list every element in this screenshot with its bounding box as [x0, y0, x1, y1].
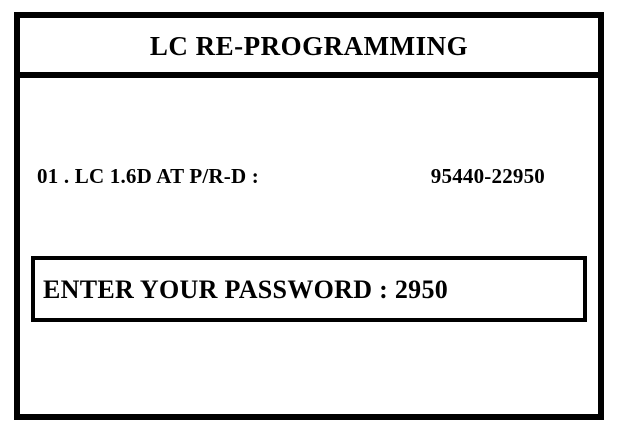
program-entry-row[interactable]: 01 . LC 1.6D AT P/R-D : 95440-22950	[37, 164, 581, 189]
title-bar: LC RE-PROGRAMMING	[20, 18, 598, 78]
program-entry-part-number: 95440-22950	[430, 164, 545, 188]
program-entry-label: 01 . LC 1.6D AT P/R-D :	[37, 164, 259, 188]
screen-body: 01 . LC 1.6D AT P/R-D : 95440-22950 ENTE…	[20, 78, 598, 414]
password-prompt-text: ENTER YOUR PASSWORD : 2950	[43, 275, 449, 304]
password-input[interactable]: ENTER YOUR PASSWORD : 2950	[31, 256, 587, 322]
page-title: LC RE-PROGRAMMING	[149, 30, 469, 61]
device-screen-frame: LC RE-PROGRAMMING 01 . LC 1.6D AT P/R-D …	[14, 12, 604, 420]
blank-content-area	[31, 328, 587, 410]
